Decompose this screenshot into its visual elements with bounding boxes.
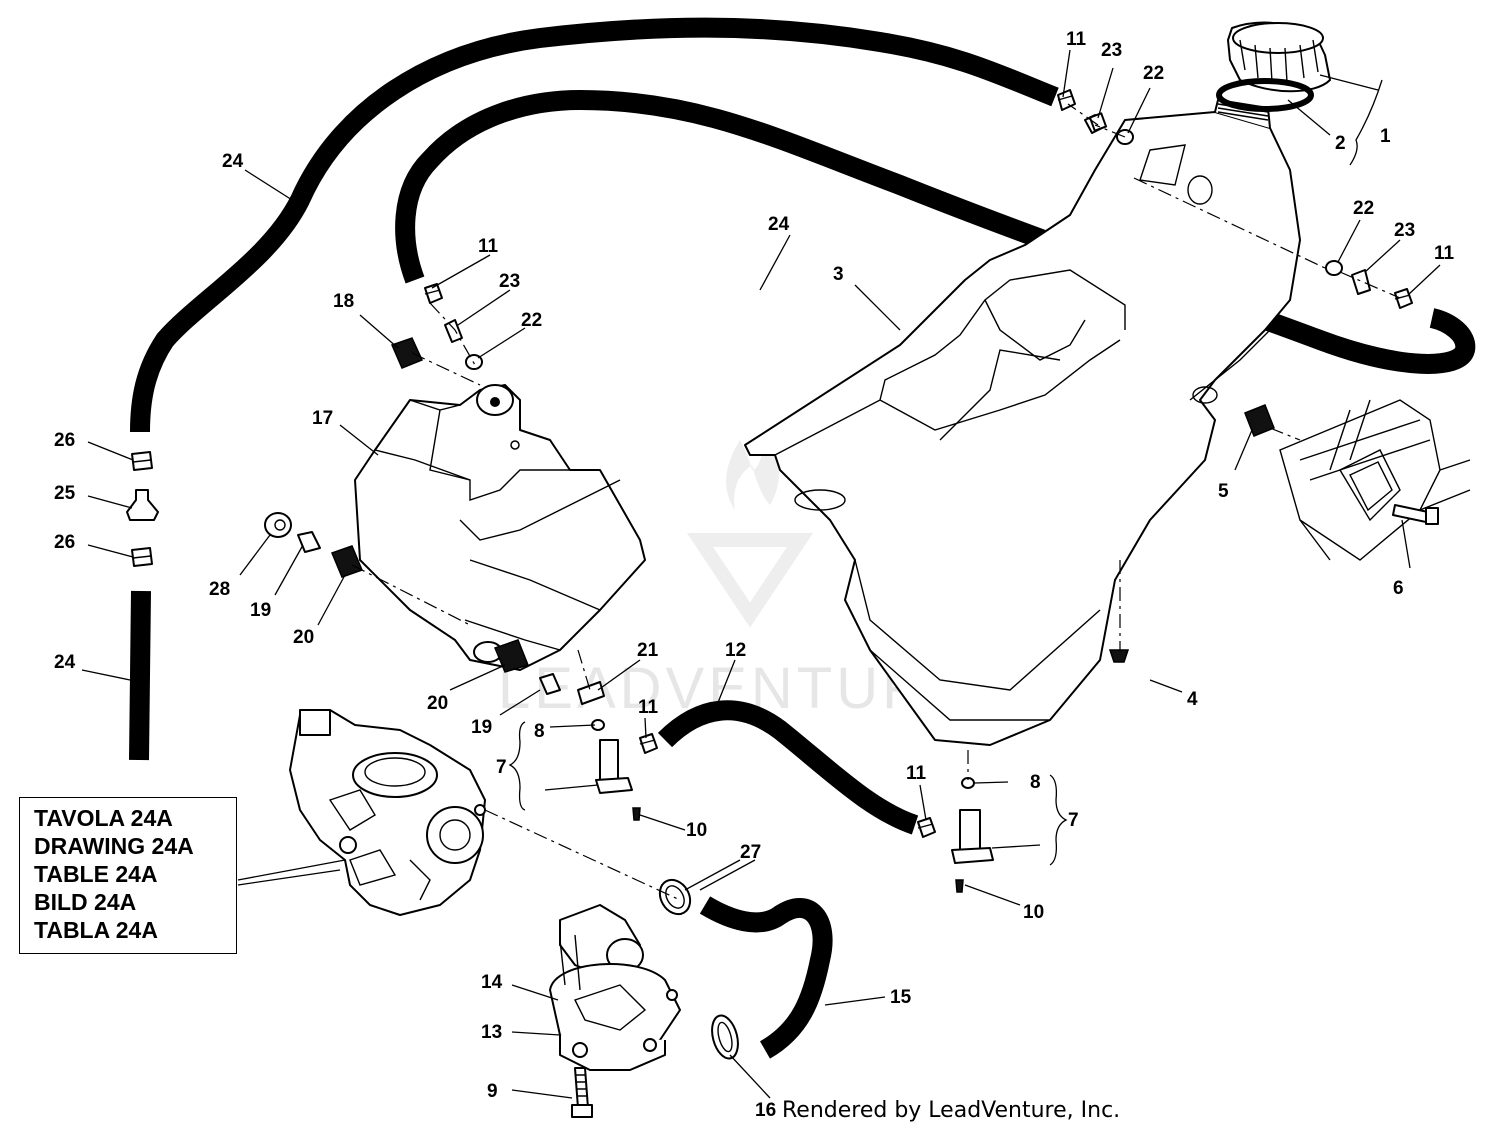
valve-7-left xyxy=(591,719,641,821)
callout-9: 9 xyxy=(487,1081,498,1102)
callout-14: 14 xyxy=(481,972,503,993)
callout-24-middle: 24 xyxy=(768,214,790,235)
reference-line-drawing: DRAWING 24A xyxy=(34,833,194,859)
spacer-19-lower xyxy=(539,673,561,695)
callout-7-right: 7 xyxy=(1068,810,1079,831)
callout-8-left: 8 xyxy=(534,721,545,742)
fuel-tank xyxy=(744,99,1301,746)
clamp-26-lower xyxy=(131,547,153,567)
callout-12: 12 xyxy=(725,640,746,661)
clamp-26-upper xyxy=(131,451,153,471)
fuel-cap xyxy=(1227,21,1331,93)
callout-7-left: 7 xyxy=(496,757,507,778)
reference-line-bild: BILD 24A xyxy=(34,889,137,915)
clamp-11-top xyxy=(1057,89,1076,111)
callout-26-lower: 26 xyxy=(54,532,75,553)
fuel-pump xyxy=(549,904,681,1118)
callout-6: 6 xyxy=(1393,578,1404,599)
callout-27: 27 xyxy=(740,842,761,863)
callout-13: 13 xyxy=(481,1022,502,1043)
callout-1: 1 xyxy=(1380,126,1391,147)
callout-16: 16 xyxy=(755,1100,776,1121)
clamp-11-mid xyxy=(639,733,658,754)
rendered-by-footer: Rendered by LeadVenture, Inc. xyxy=(782,1098,1121,1123)
valve-7-right xyxy=(951,777,994,893)
callout-10-right: 10 xyxy=(1023,902,1044,923)
fitting-25 xyxy=(126,489,159,521)
grommet-20-upper xyxy=(331,545,363,578)
callout-23-top: 23 xyxy=(1101,40,1122,61)
callout-11-mid: 11 xyxy=(638,697,659,718)
callout-28: 28 xyxy=(209,579,230,600)
callout-19-lower: 19 xyxy=(471,717,492,738)
screw-21 xyxy=(577,681,605,705)
clamp-11-right xyxy=(1394,288,1413,309)
callout-3: 3 xyxy=(833,264,844,285)
callout-17: 17 xyxy=(312,408,333,429)
reference-line-tavola: TAVOLA 24A xyxy=(34,805,173,831)
reference-line-tabla: TABLA 24A xyxy=(34,917,158,943)
grommet-5 xyxy=(1244,404,1275,437)
clamp-27 xyxy=(658,878,692,916)
grommet-20-lower xyxy=(494,639,529,673)
washer-22-left xyxy=(465,354,483,370)
callout-22-top: 22 xyxy=(1143,63,1164,84)
side-cover xyxy=(354,384,646,671)
fitting-23-left xyxy=(444,319,463,343)
callout-11-top: 11 xyxy=(1066,29,1087,50)
callout-24-lower: 24 xyxy=(54,652,76,673)
drawing-reference-box: TAVOLA 24A DRAWING 24A TABLE 24A BILD 24… xyxy=(19,797,237,954)
callout-19-upper: 19 xyxy=(250,600,271,621)
cap-gasket xyxy=(1216,78,1314,112)
frame-bracket xyxy=(1279,399,1471,561)
callout-11-low: 11 xyxy=(906,763,927,784)
clamp-16 xyxy=(711,1014,739,1060)
bolt-6 xyxy=(1392,504,1439,525)
carburetor xyxy=(289,709,486,916)
clamp-11-low xyxy=(917,817,936,838)
callout-25: 25 xyxy=(54,483,76,504)
callout-23-right: 23 xyxy=(1394,220,1415,241)
callout-26-upper: 26 xyxy=(54,430,75,451)
lower-drain-hose xyxy=(129,590,151,761)
fuel-hose-12 xyxy=(657,700,919,835)
clamp-11-left xyxy=(424,283,443,304)
outer-vent-hose xyxy=(130,17,1059,433)
inner-vent-hose xyxy=(395,90,1476,374)
reference-line-table: TABLE 24A xyxy=(34,861,158,887)
callout-5: 5 xyxy=(1218,481,1229,502)
callout-8-right: 8 xyxy=(1030,772,1041,793)
fuel-hose-15 xyxy=(699,896,833,1059)
grommet-18 xyxy=(390,337,424,369)
callout-10-left: 10 xyxy=(686,820,707,841)
screw-4 xyxy=(1108,649,1130,663)
callout-22-left: 22 xyxy=(521,310,542,331)
callout-20-lower: 20 xyxy=(427,693,448,714)
callout-4: 4 xyxy=(1187,689,1198,710)
callout-15: 15 xyxy=(890,987,912,1008)
callout-18: 18 xyxy=(333,291,354,312)
bushing-28 xyxy=(264,512,292,538)
callout-24-upper: 24 xyxy=(222,151,244,172)
fitting-23-right xyxy=(1351,269,1371,295)
washer-22-right xyxy=(1325,260,1343,276)
callout-22-right: 22 xyxy=(1353,198,1374,219)
callout-20-upper: 20 xyxy=(293,627,314,648)
callout-21: 21 xyxy=(637,640,659,661)
callout-23-left: 23 xyxy=(499,271,520,292)
callout-11-right: 11 xyxy=(1434,243,1455,264)
callout-2: 2 xyxy=(1335,133,1346,154)
callout-11-left: 11 xyxy=(478,236,499,257)
